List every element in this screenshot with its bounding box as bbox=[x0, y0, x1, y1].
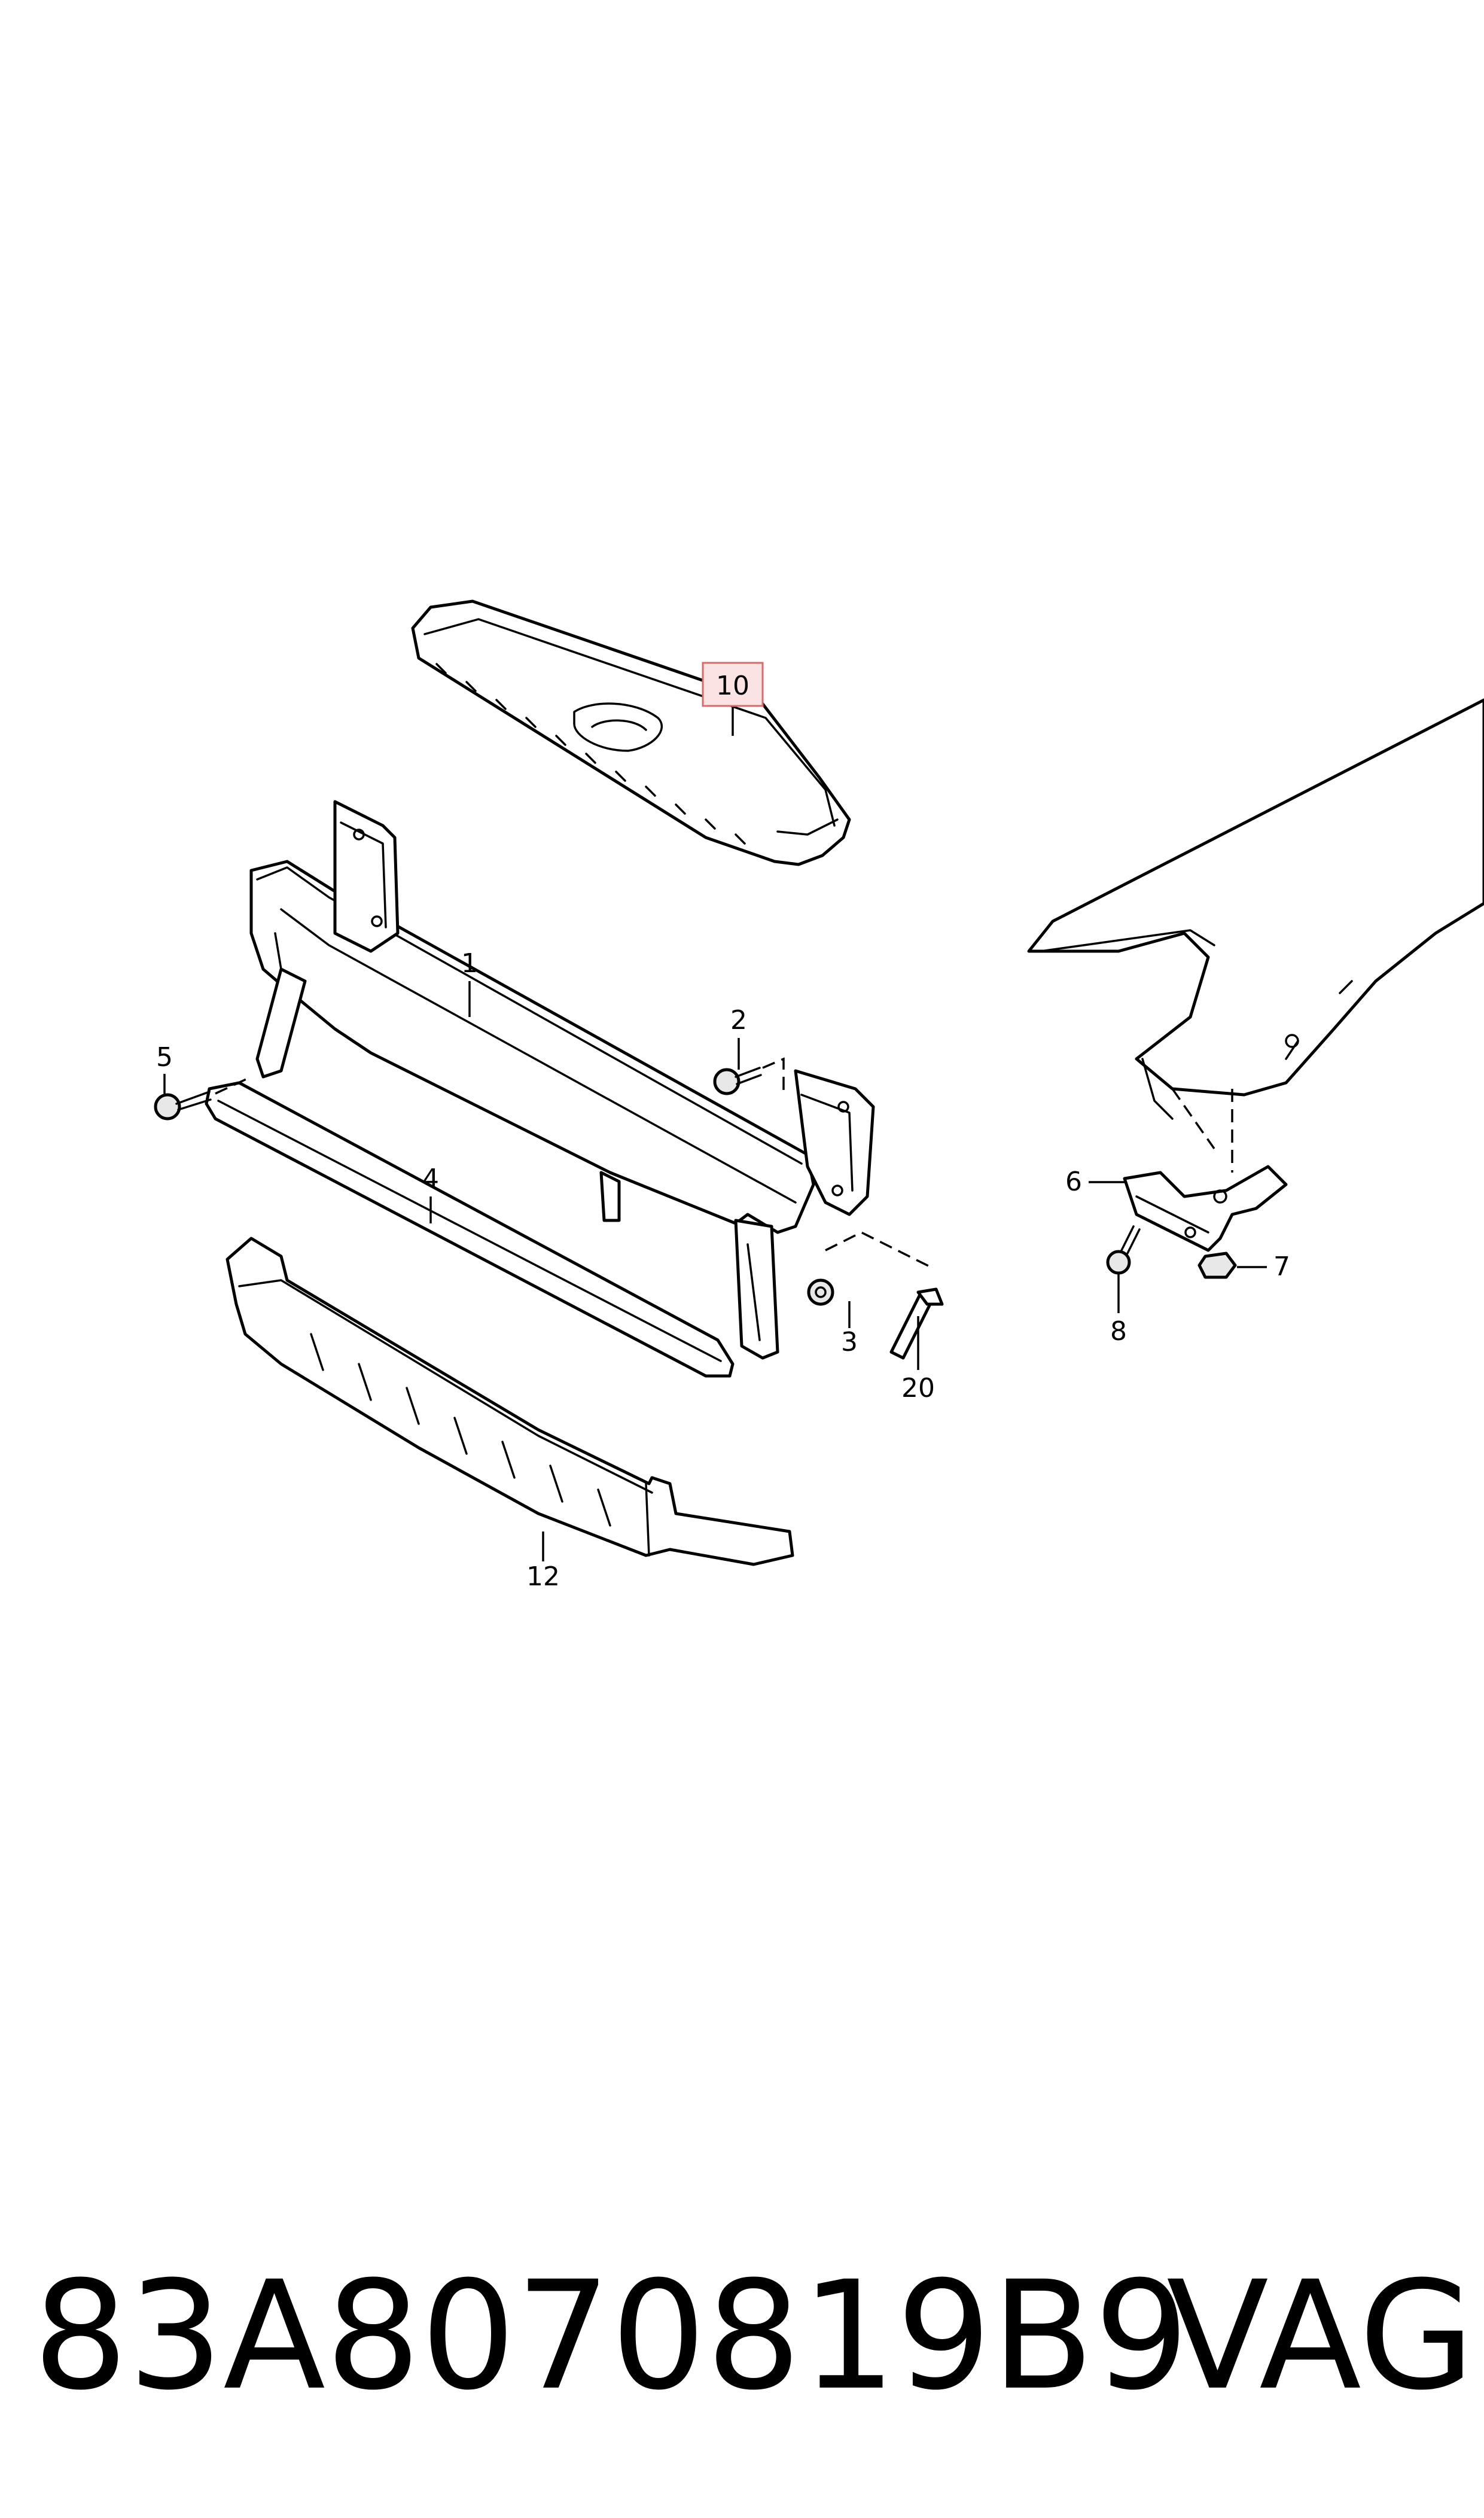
part-5-screw bbox=[154, 1076, 252, 1121]
callout-3-label: 3 bbox=[841, 1327, 858, 1357]
callout-5-label: 5 bbox=[156, 1042, 173, 1073]
callout-8-label: 8 bbox=[1110, 1316, 1127, 1347]
fender bbox=[1027, 698, 1484, 1173]
callout-2[interactable]: 2 bbox=[730, 1005, 747, 1070]
part-7-nut bbox=[1197, 1252, 1237, 1279]
callout-1-label: 1 bbox=[461, 948, 478, 979]
part-6-fender-bracket bbox=[1123, 1165, 1288, 1252]
callout-20[interactable]: 20 bbox=[901, 1316, 935, 1403]
callout-4-label: 4 bbox=[422, 1164, 439, 1194]
part-12-absorber bbox=[226, 1237, 794, 1566]
callout-3[interactable]: 3 bbox=[841, 1301, 858, 1357]
callout-7-label: 7 bbox=[1273, 1252, 1290, 1282]
callout-10-label: 10 bbox=[716, 671, 749, 701]
part-1-carrier bbox=[249, 800, 875, 1360]
footer-brand: VAG bbox=[1166, 2249, 1475, 2423]
part-2-screw bbox=[713, 1057, 785, 1095]
part-4-trim-strip bbox=[205, 1081, 735, 1378]
callout-5[interactable]: 5 bbox=[156, 1042, 173, 1094]
callout-4[interactable]: 4 bbox=[422, 1164, 439, 1223]
callout-10-highlight-box bbox=[702, 662, 764, 707]
callout-6-label: 6 bbox=[1065, 1167, 1082, 1197]
callout-7[interactable]: 7 bbox=[1237, 1252, 1290, 1282]
callout-8[interactable]: 8 bbox=[1110, 1274, 1127, 1347]
callout-2-label: 2 bbox=[730, 1005, 747, 1036]
part-10-upper-cover bbox=[411, 599, 851, 866]
part-3-bolt bbox=[807, 1231, 934, 1306]
part-8-screw bbox=[1106, 1225, 1141, 1275]
callout-20-label: 20 bbox=[901, 1373, 935, 1403]
callout-12[interactable]: 12 bbox=[526, 1531, 560, 1592]
footer-part-number: 83A8070819B9 bbox=[33, 2249, 1190, 2423]
part-20-bracket bbox=[889, 1287, 944, 1360]
callout-1[interactable]: 1 bbox=[461, 948, 478, 1017]
callout-12-label: 12 bbox=[526, 1561, 560, 1592]
callout-6[interactable]: 6 bbox=[1065, 1167, 1125, 1197]
callout-10[interactable]: 10 bbox=[702, 662, 764, 736]
